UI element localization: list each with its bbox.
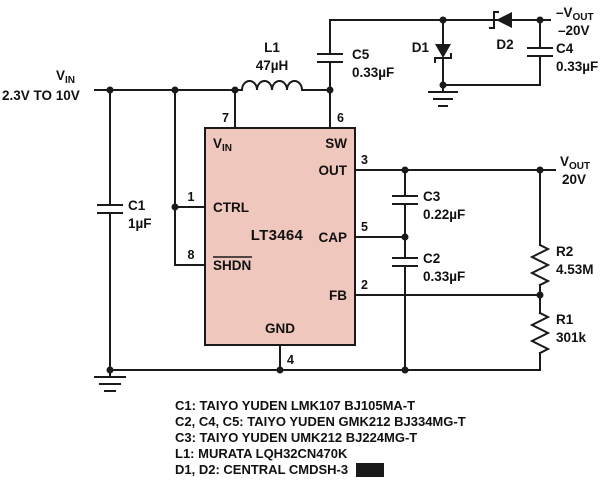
neg-vout-sub: OUT [573,12,594,23]
bom-line-c3: C3: TAIYO YUDEN UMK212 BJ224MG-T [175,430,417,445]
ic-vin-main: V [213,136,222,151]
junction-dot [401,166,409,174]
junction-dots [106,16,544,374]
ic-pin-label-vin: VIN [213,136,232,154]
neg-vout-main: –V [556,5,573,20]
d2-schottky-bar [489,11,499,29]
vout-value: 20V [562,172,586,187]
c4-ref: C4 [556,41,574,56]
bom-line-d1-d2: D1, D2: CENTRAL CMDSH-3 [175,462,348,477]
l1-ref: L1 [264,40,280,55]
pin-number-6: 6 [337,111,344,125]
d1-ref: D1 [412,40,430,55]
pin-number-7: 7 [222,111,229,125]
vout-main: V [560,154,569,169]
junction-dot [276,366,284,374]
wires [94,19,556,371]
junction-dot [536,16,544,24]
c4-value: 0.33µF [556,59,598,74]
junction-dot [536,166,544,174]
ic-pin-label-sw: SW [325,136,347,151]
r2-zigzag [529,243,551,287]
junction-dot [401,366,409,374]
junction-dot [439,81,447,89]
bom-notes: C1: TAIYO YUDEN LMK107 BJ105MA-T C2, C4,… [175,398,466,477]
vin-main: V [56,68,65,83]
neg-vout-terminal-label: –VOUT [556,5,594,23]
ic-pin-label-fb: FB [329,288,347,303]
r1-ref: R1 [556,312,574,327]
c2-ref: C2 [423,251,440,266]
ground-symbol-left [94,369,126,392]
pin-number-4: 4 [287,353,294,367]
junction-dot [401,233,409,241]
junction-dot [171,203,179,211]
c3-value: 0.22µF [423,207,465,222]
pin-number-2: 2 [361,278,368,292]
pin-number-3: 3 [361,153,368,167]
capacitor-plates [97,47,553,267]
pin-number-8: 8 [188,248,195,262]
l1-value: 47µH [256,58,289,73]
ic-vin-sub: IN [222,143,232,154]
c3-ref: C3 [423,189,441,204]
d1-triangle [435,44,451,58]
d1-diode [434,44,452,63]
c1-ref: C1 [128,198,146,213]
ic-body [204,127,356,346]
inductor-symbol [240,80,304,92]
ic-pin-label-gnd: GND [265,321,295,336]
d1-schottky-bar [434,53,452,63]
c2-value: 0.33µF [423,269,465,284]
junction-dot [326,86,334,94]
c5-value: 0.33µF [352,65,394,80]
neg-vout-value: –20V [558,23,590,38]
figure-tag-badge [356,463,384,477]
vin-range-label: 2.3V TO 10V [2,88,80,103]
bom-line-c1: C1: TAIYO YUDEN LMK107 BJ105MA-T [175,398,415,413]
bom-line-c2-c4-c5: C2, C4, C5: TAIYO YUDEN GMK212 BJ334MG-T [175,414,466,429]
d2-diode [489,11,512,29]
junction-dot [231,86,239,94]
ic-pin-label-cap: CAP [318,230,347,245]
pin-number-5: 5 [361,220,368,234]
ic-part-number: LT3464 [251,227,304,244]
pin-number-1: 1 [188,190,195,204]
r2-value: 4.53M [556,262,594,277]
junction-dot [439,16,447,24]
vin-terminal-label: VIN [56,68,75,86]
r2-ref: R2 [556,244,573,259]
bom-line-l1: L1: MURATA LQH32CN470K [175,446,348,461]
d2-ref: D2 [496,37,513,52]
c1-value: 1µF [128,216,152,231]
junction-dot [106,86,114,94]
junction-dot [536,291,544,299]
r1-value: 301k [556,330,587,345]
junction-dot [106,366,114,374]
r1-zigzag [529,311,551,355]
resistors [529,243,551,355]
l1-inductor [240,80,304,92]
vout-terminal-label: VOUT [560,154,590,172]
ic-pin-label-out: OUT [319,163,348,178]
c5-ref: C5 [352,47,370,62]
d2-triangle [496,12,512,28]
vin-sub: IN [65,75,75,86]
junction-dot [171,86,179,94]
ic-pin-label-ctrl: CTRL [213,200,249,215]
ic-pin-label-shdn: SHDN [213,258,251,273]
vout-sub: OUT [569,161,590,172]
